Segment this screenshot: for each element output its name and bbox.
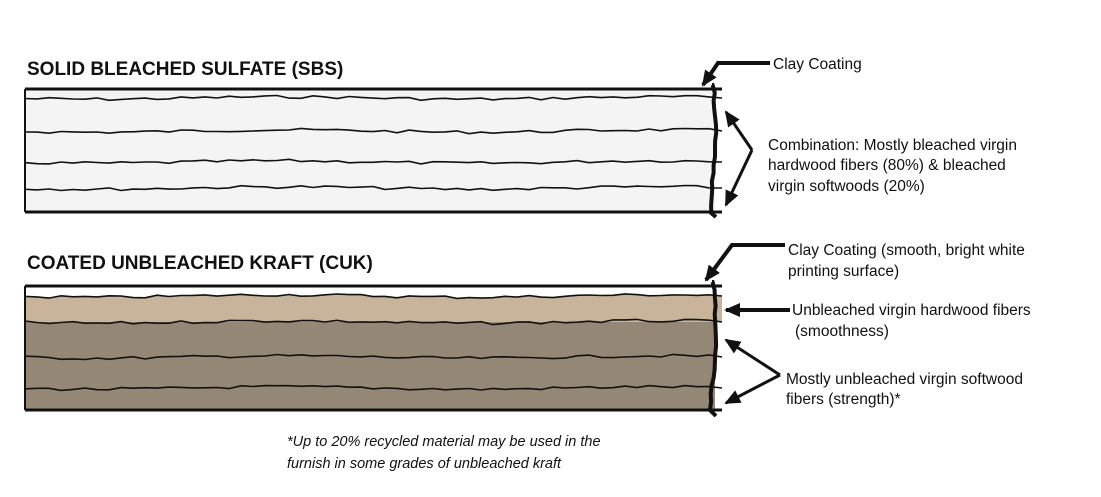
- fiber-layer-line: [24, 293, 723, 300]
- fiber-layer-line: [24, 384, 723, 392]
- cuk-clay-line-1: Clay Coating (smooth, bright white: [788, 242, 1025, 259]
- cuk-board: [24, 280, 723, 418]
- sbs-clay-arrow: [701, 61, 770, 87]
- footnote-line-1: *Up to 20% recycled material may be used…: [287, 434, 601, 450]
- cuk-clay-arrow: [704, 243, 785, 282]
- fiber-layer-line: [24, 127, 723, 135]
- fiber-layer-line: [24, 353, 723, 361]
- fiber-layer-line: [24, 184, 723, 192]
- sbs-clay-label: Clay Coating: [773, 56, 862, 73]
- sbs-title: SOLID BLEACHED SULFATE (SBS): [27, 59, 343, 80]
- fiber-layer-line: [24, 94, 723, 102]
- cuk-hardwood-line-2: (smoothness): [795, 323, 889, 340]
- cuk-softwood-line-1: Mostly unbleached virgin softwood: [786, 371, 1023, 388]
- cuk-softwood-line-2: fibers (strength)*: [786, 391, 901, 408]
- cuk-title: COATED UNBLEACHED KRAFT (CUK): [27, 253, 373, 274]
- sbs-combination-line-3: virgin softwoods (20%): [768, 178, 925, 195]
- cuk-hardwood-line-1: Unbleached virgin hardwood fibers: [792, 302, 1031, 319]
- footnote-line-2: furnish in some grades of unbleached kra…: [287, 456, 562, 472]
- sbs-combination-line-2: hardwood fibers (80%) & bleached: [768, 157, 1006, 174]
- fiber-layer-line: [24, 318, 723, 326]
- sbs-combination-line-1: Combination: Mostly bleached virgin: [768, 137, 1017, 154]
- sbs-combination-arrows: [724, 110, 754, 207]
- fiber-layer-line: [24, 158, 723, 165]
- cuk-clay-line-2: printing surface): [788, 263, 899, 280]
- sbs-board: [24, 83, 723, 219]
- cuk-softwood-arrows: [724, 338, 781, 405]
